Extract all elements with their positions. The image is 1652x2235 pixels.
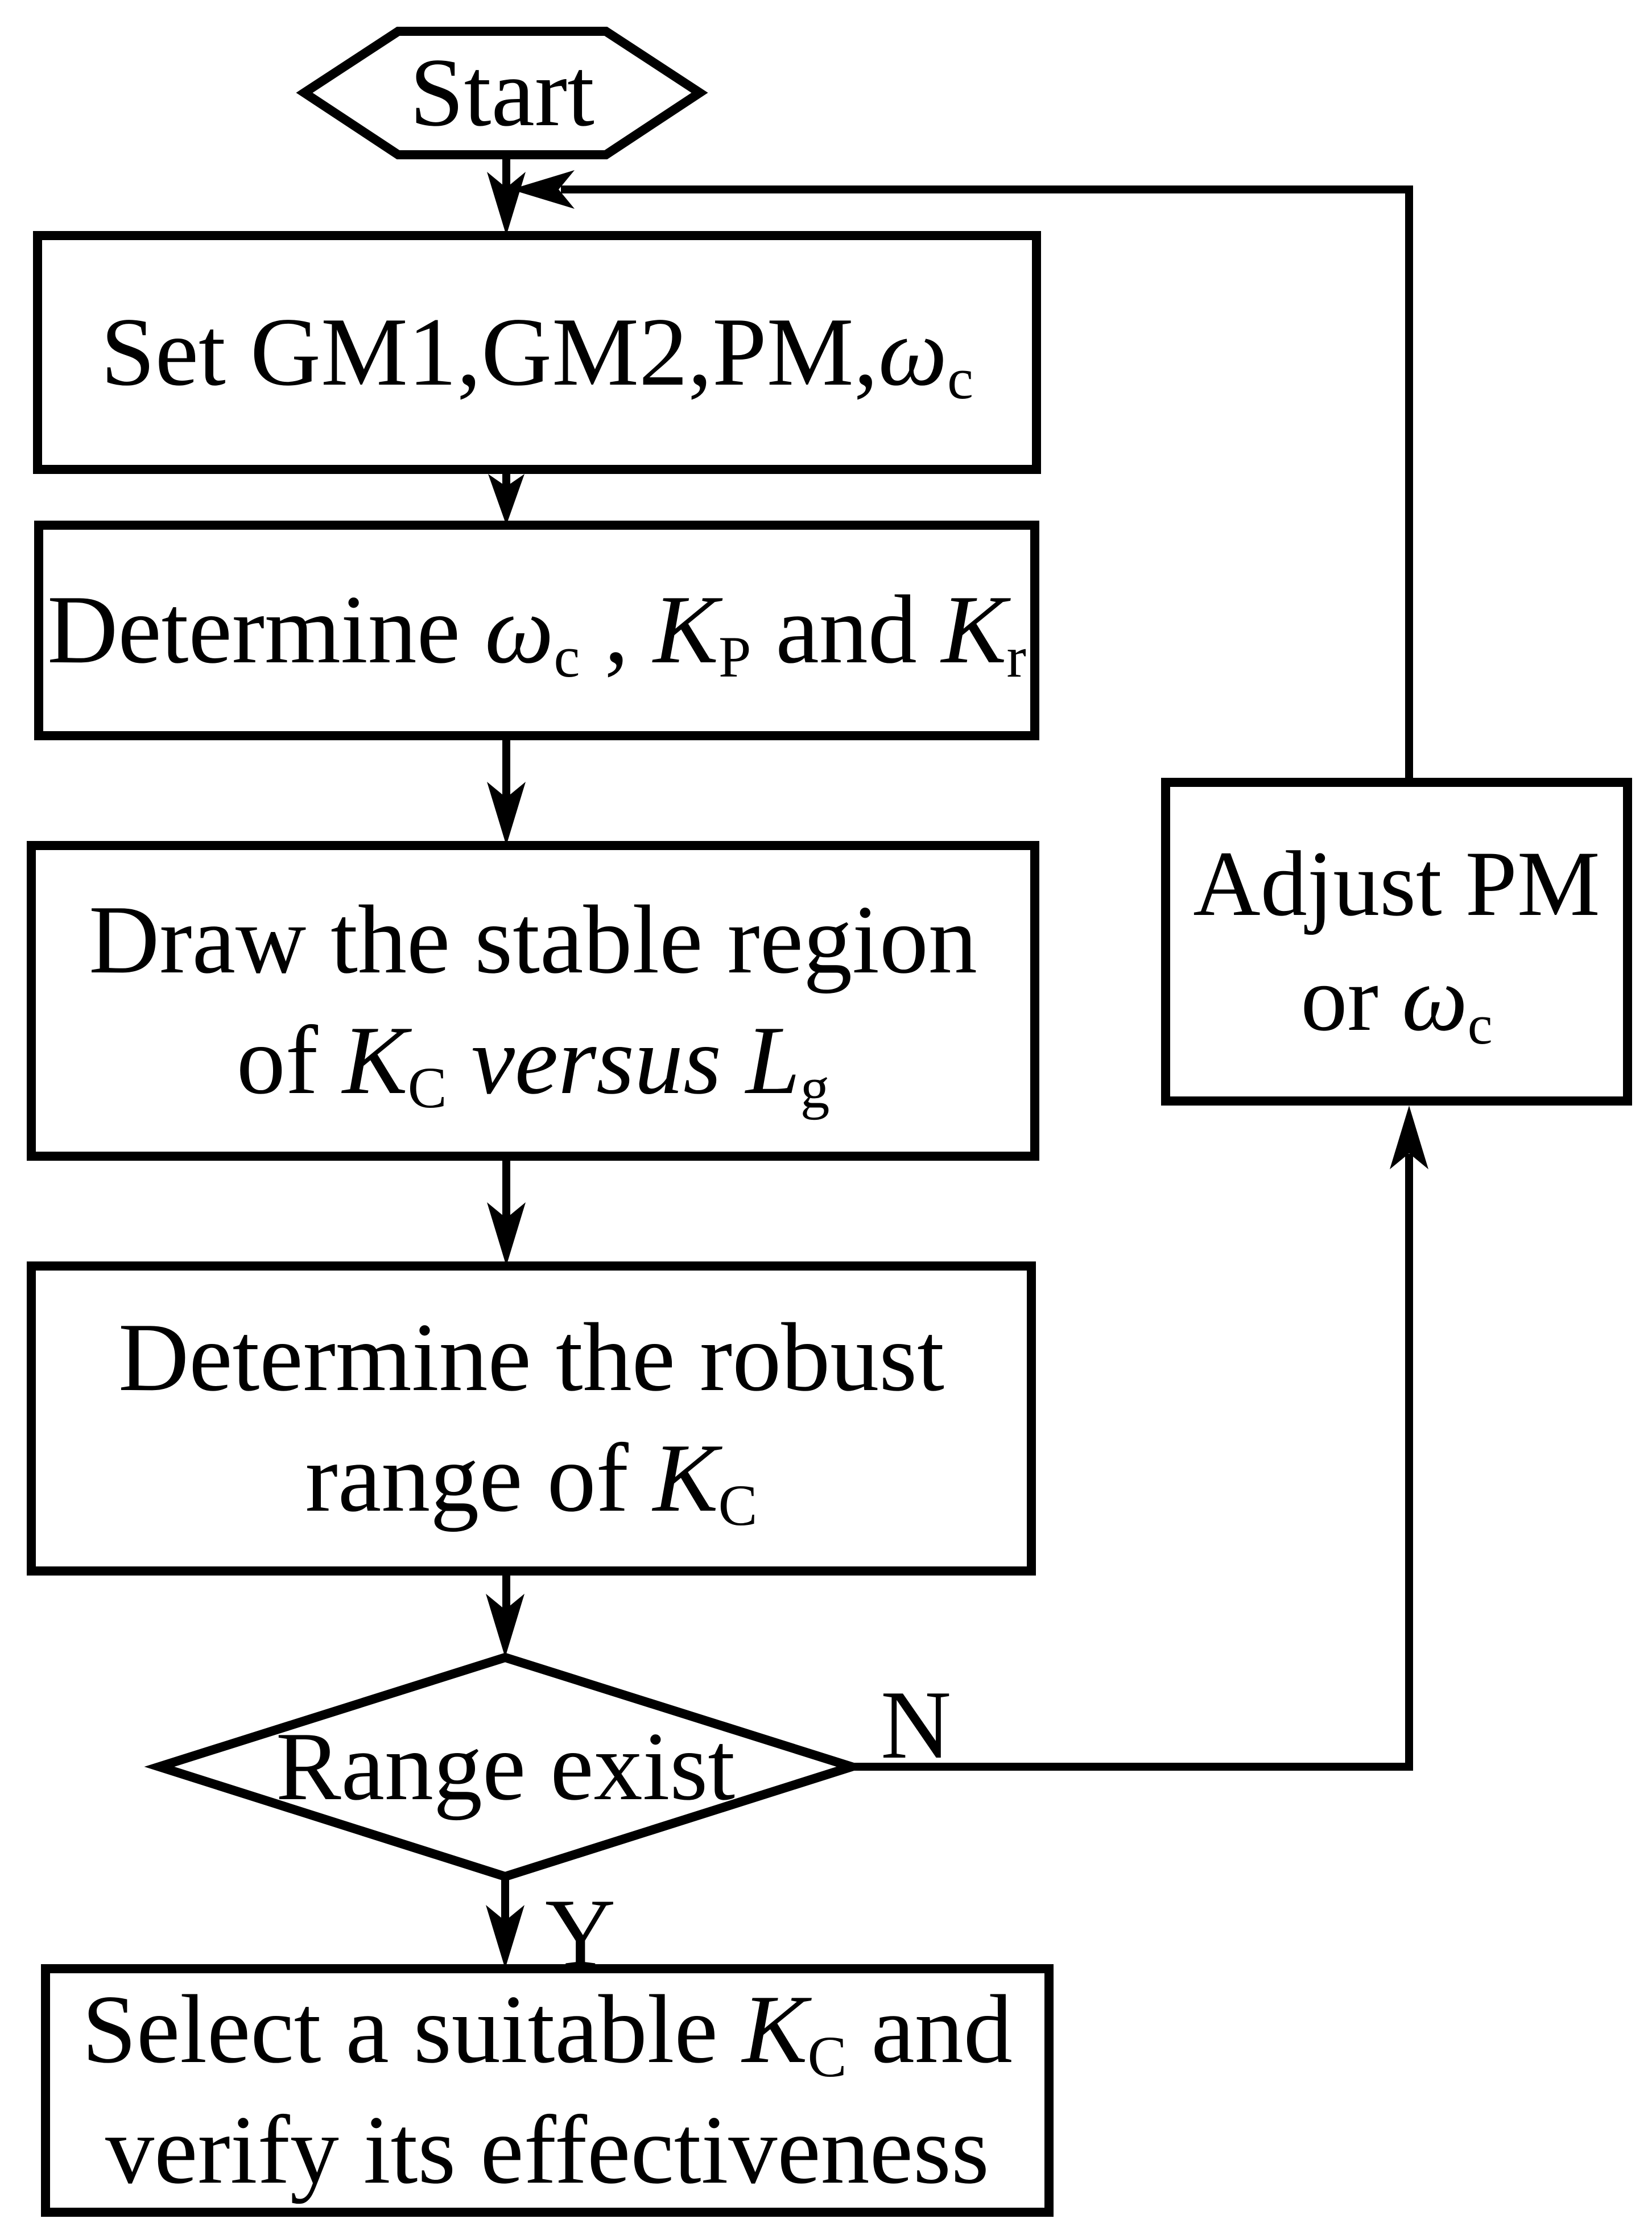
arrowhead-into-adjust-box (1390, 1106, 1428, 1169)
robust-range-box (27, 1261, 1036, 1576)
start-hexagon (296, 27, 708, 159)
arrowhead-feedback-junction (511, 170, 575, 209)
range-exist-label: Range exist (275, 1712, 736, 1821)
set-params-box (33, 231, 1041, 474)
select-kc-box (41, 1964, 1054, 2217)
decision-no-label: N (881, 1671, 952, 1779)
adjust-pm-box (1161, 778, 1632, 1106)
decision-yes-label: Y (545, 1879, 616, 1987)
arrowhead-into-decision (486, 1594, 524, 1657)
set-params-label: Set GM1,GM2,PM,ωc (101, 298, 973, 412)
range-exist-diamond (144, 1652, 867, 1882)
arrowhead-into-robust-box (487, 1202, 526, 1266)
arrowhead-into-draw-box (487, 782, 526, 846)
determine-gains-box (34, 521, 1039, 740)
draw-stable-region-box (27, 841, 1039, 1161)
start-node-label: Start (410, 38, 594, 147)
arrowhead-into-determine-box (488, 474, 524, 525)
arrowhead-into-select-box (486, 1905, 524, 1969)
edge-decision-no (852, 1154, 1413, 1771)
determine-gains-label: Determine ωc , KP and Kr (47, 576, 1026, 690)
edge-adjust-feedback (561, 185, 1413, 787)
arrowhead-into-set-box (487, 172, 526, 236)
